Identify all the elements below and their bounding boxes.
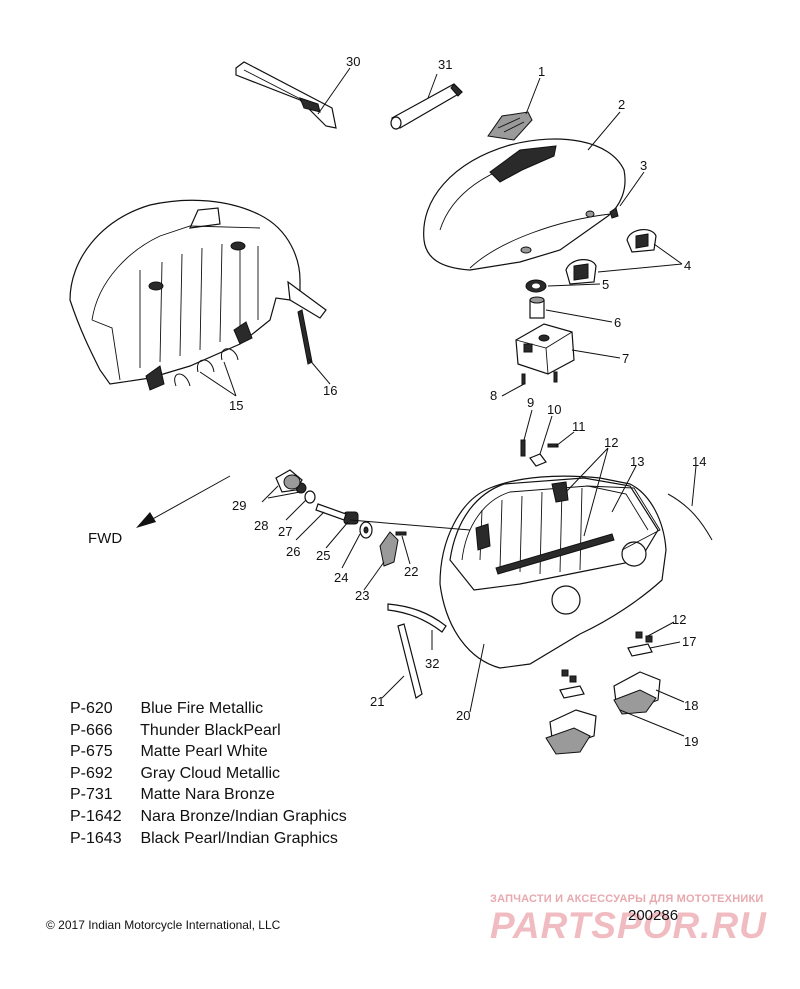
callout-27: 27 <box>278 524 292 539</box>
callout-6: 6 <box>614 315 621 330</box>
part-26-bolt <box>315 503 347 521</box>
part-20-saddlebag-shell <box>439 475 667 669</box>
paint-code: P-1643 <box>70 829 122 847</box>
callout-12: 12 <box>604 435 618 450</box>
paint-code-item: P-1643 Black Pearl/Indian Graphics <box>70 828 347 850</box>
paint-code-item: P-1642 Nara Bronze/Indian Graphics <box>70 806 347 828</box>
watermark-logo: PARTSPOR.RU <box>490 905 767 946</box>
part-13-liner-frame <box>585 485 661 551</box>
callout-20: 20 <box>456 708 470 723</box>
part-12-nuts <box>561 631 653 683</box>
paint-color-name: Thunder BlackPearl <box>140 721 281 739</box>
part-1-latch-handle <box>487 111 533 141</box>
callout-8: 8 <box>490 388 497 403</box>
part-14-trim-strip <box>667 493 713 541</box>
paint-code: P-666 <box>70 721 113 739</box>
assembled-saddlebag-left <box>69 199 327 391</box>
part-31-seal-strip <box>390 83 463 130</box>
callout-16: 16 <box>323 383 337 398</box>
callout-29: 29 <box>232 498 246 513</box>
callout-15: 15 <box>229 398 243 413</box>
paint-color-name: Gray Cloud Metallic <box>140 764 281 782</box>
fwd-direction-arrow <box>136 475 231 528</box>
part-7-latch-assembly <box>515 323 575 375</box>
part-8-screws <box>521 371 558 385</box>
drawing-number: 200286 <box>628 907 679 924</box>
part-30-trim-strip <box>235 61 337 129</box>
callout-17: 17 <box>682 634 696 649</box>
paint-code-item: P-675 Matte Pearl White <box>70 741 347 763</box>
callout-30: 30 <box>346 54 360 69</box>
callout-26: 26 <box>286 544 300 559</box>
callout-18: 18 <box>684 698 698 713</box>
part-10-clip <box>529 453 547 467</box>
part-2-saddlebag-lid <box>423 138 626 271</box>
callout-28: 28 <box>254 518 268 533</box>
paint-color-name: Nara Bronze/Indian Graphics <box>140 807 347 825</box>
paint-code: P-1642 <box>70 807 122 825</box>
part-17-bracket <box>559 643 653 699</box>
callout-21: 21 <box>370 694 384 709</box>
callout-1: 1 <box>538 64 545 79</box>
fwd-label: FWD <box>88 530 122 547</box>
callout-2: 2 <box>618 97 625 112</box>
callout-22: 22 <box>404 564 418 579</box>
watermark-tagline: ЗАПЧАСТИ И АКСЕССУАРЫ ДЛЯ МОТОТЕХНИКИ <box>490 893 764 905</box>
callout-4: 4 <box>684 258 691 273</box>
callout-31: 31 <box>438 57 452 72</box>
callout-19: 19 <box>684 734 698 749</box>
paint-code: P-620 <box>70 700 113 717</box>
callout-25: 25 <box>316 548 330 563</box>
paint-code-item: P-620 Blue Fire Metallic <box>70 698 347 720</box>
part-5-grommet <box>525 279 547 293</box>
part-11-screw <box>547 443 559 448</box>
part-18-hinge-block <box>545 671 661 755</box>
paint-color-name: Black Pearl/Indian Graphics <box>140 829 338 847</box>
callout-3: 3 <box>640 158 647 173</box>
callout-13: 13 <box>630 454 644 469</box>
callout-7: 7 <box>622 351 629 366</box>
part-4-hinge-mount <box>565 229 657 285</box>
paint-code-list: P-620 Blue Fire Metallic P-666 Thunder B… <box>70 698 347 849</box>
callout-11: 11 <box>572 419 586 434</box>
paint-color-name: Blue Fire Metallic <box>140 700 264 717</box>
callout-numbers: 30 31 1 2 3 4 5 6 7 8 9 10 11 12 13 14 1… <box>229 54 706 749</box>
paint-code: P-731 <box>70 786 113 804</box>
part-3-screw <box>609 207 619 219</box>
paint-color-name: Matte Pearl White <box>140 743 268 761</box>
part-21-trim-strip <box>397 623 423 699</box>
callout-24: 24 <box>334 570 348 585</box>
part-27-washer <box>304 490 316 504</box>
paint-code-item: P-731 Matte Nara Bronze <box>70 784 347 806</box>
paint-code: P-692 <box>70 764 113 782</box>
part-22-pin <box>395 531 407 536</box>
copyright-notice: © 2017 Indian Motorcycle International, … <box>46 918 281 932</box>
callout-12-lower: 12 <box>672 612 686 627</box>
part-6-lock-cylinder <box>529 296 545 319</box>
callout-14: 14 <box>692 454 706 469</box>
part-9-pin <box>520 439 526 457</box>
callout-9: 9 <box>527 395 534 410</box>
callout-5: 5 <box>602 277 609 292</box>
paint-code: P-675 <box>70 743 113 761</box>
leader-lines <box>199 67 697 737</box>
part-32-trim-strip <box>387 603 447 633</box>
part-23-clamp <box>379 531 399 567</box>
paint-code-item: P-666 Thunder BlackPearl <box>70 720 347 742</box>
paint-code-item: P-692 Gray Cloud Metallic <box>70 763 347 785</box>
part-24-washer <box>359 521 373 539</box>
part-29-bumper <box>275 469 303 493</box>
callout-23: 23 <box>355 588 369 603</box>
callout-10: 10 <box>547 402 561 417</box>
paint-color-name: Matte Nara Bronze <box>140 786 275 804</box>
callout-32: 32 <box>425 656 439 671</box>
